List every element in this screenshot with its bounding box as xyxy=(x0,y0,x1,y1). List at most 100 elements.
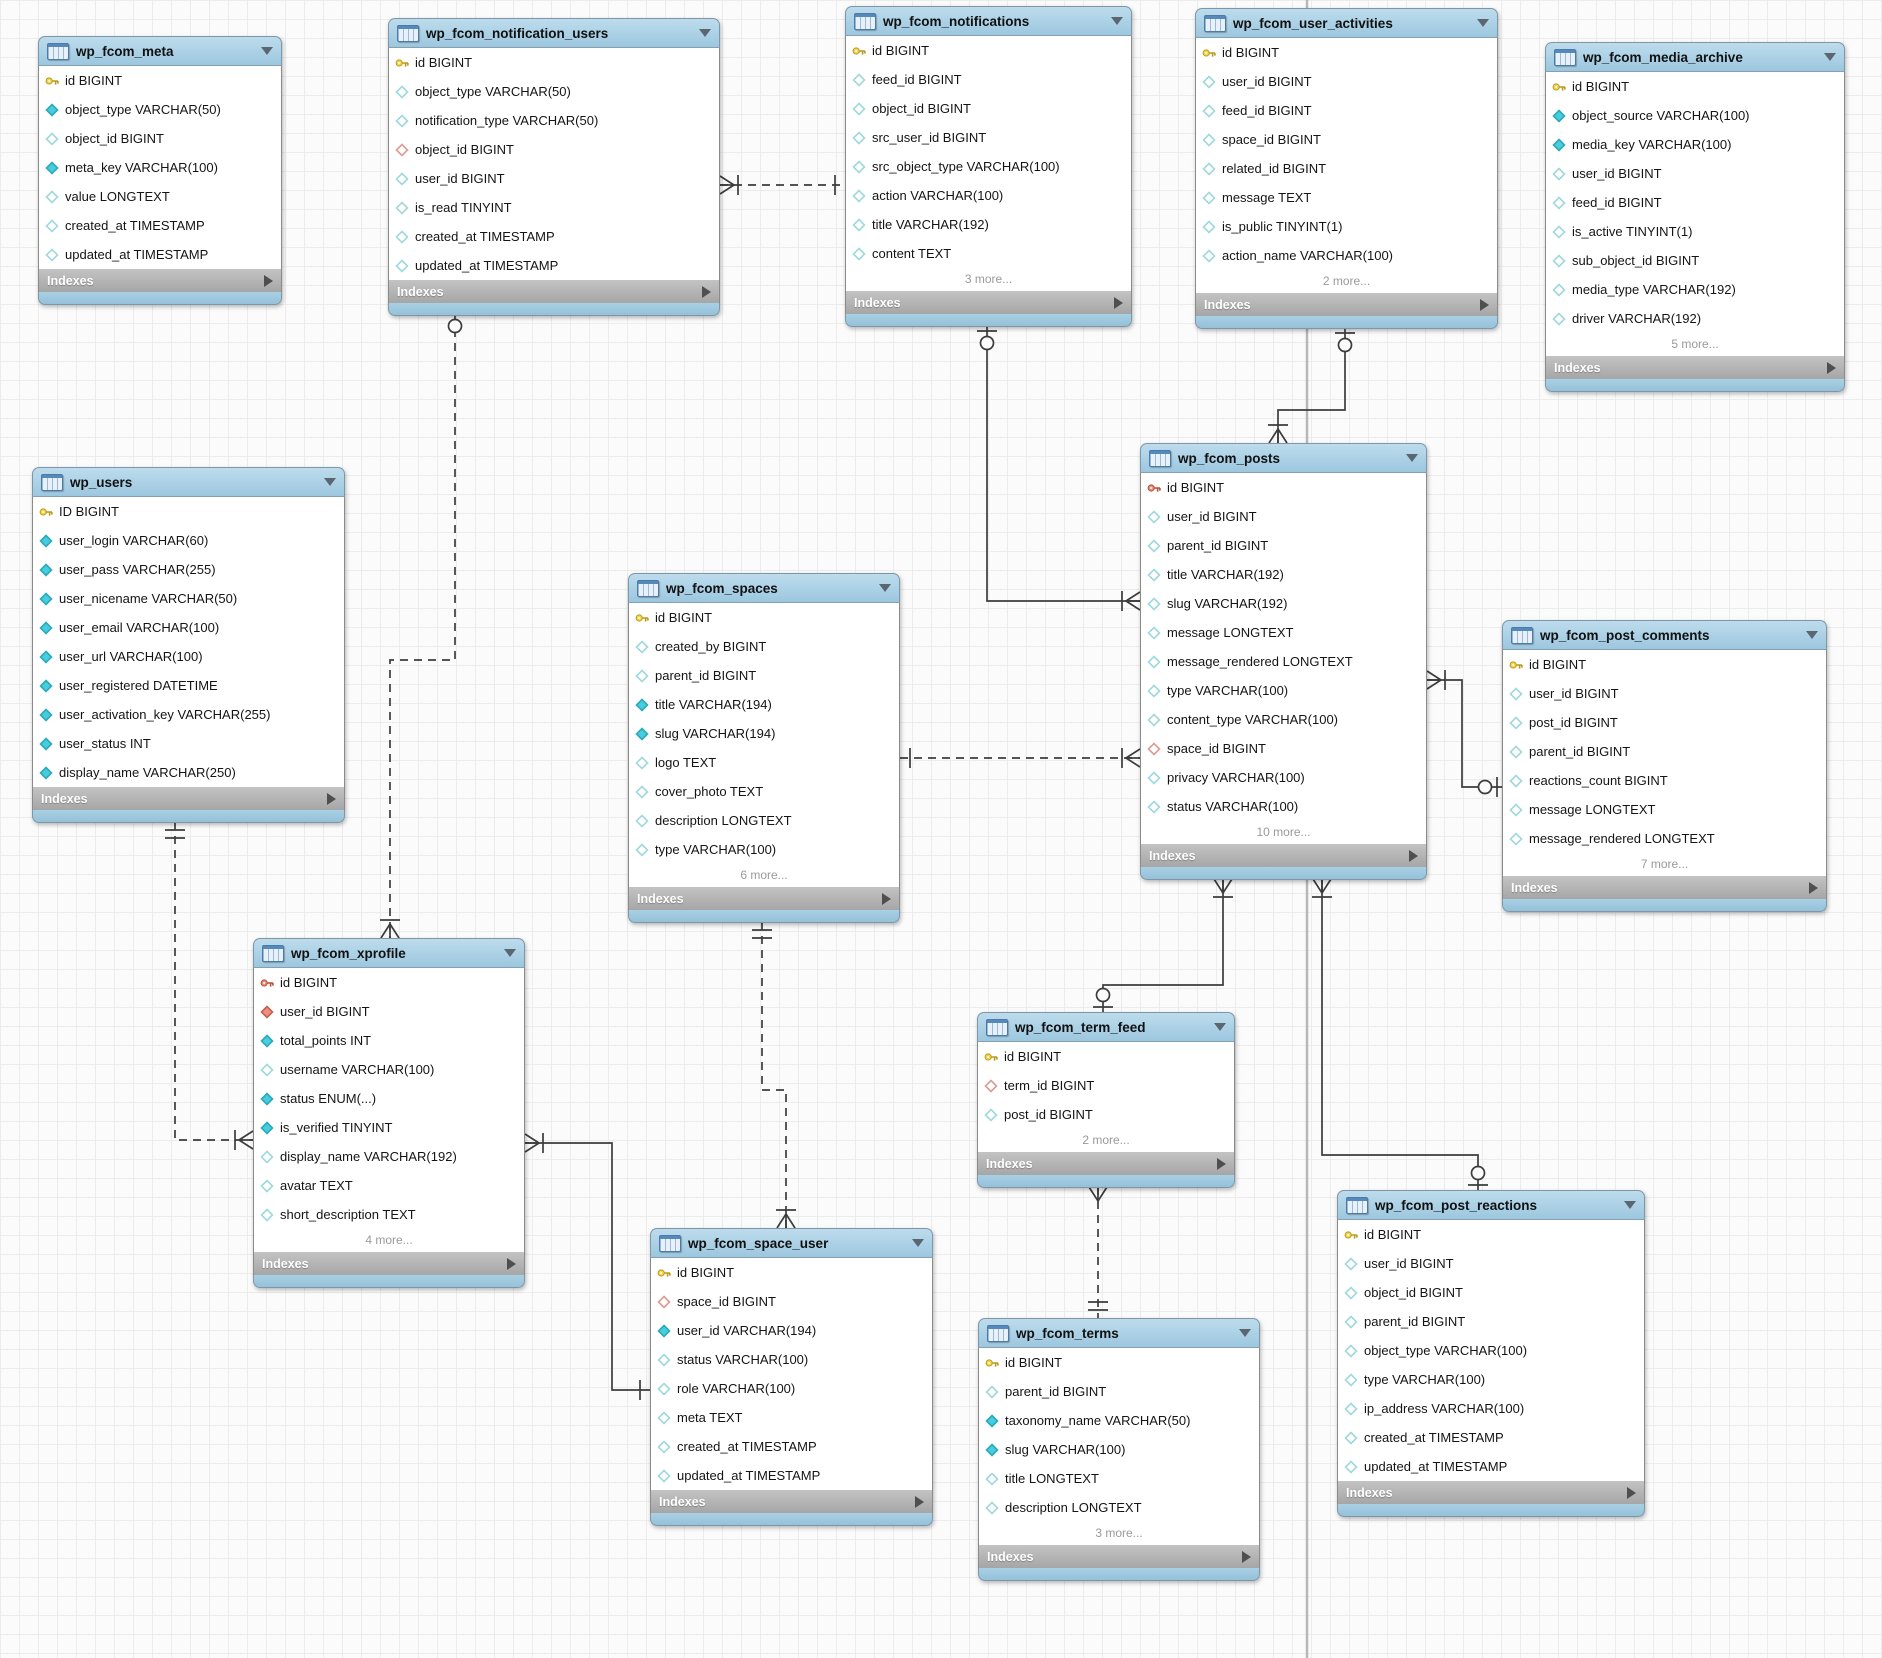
indexes-footer[interactable]: Indexes xyxy=(38,269,282,292)
indexes-footer[interactable]: Indexes xyxy=(1337,1481,1645,1504)
table-header[interactable]: wp_fcom_spaces xyxy=(628,573,900,603)
collapse-triangle-icon[interactable] xyxy=(1214,1023,1226,1031)
table-header[interactable]: wp_fcom_terms xyxy=(978,1318,1260,1348)
indexes-footer[interactable]: Indexes xyxy=(388,280,720,303)
expand-indexes-arrow-icon[interactable] xyxy=(1827,361,1836,374)
column-label: parent_id BIGINT xyxy=(1167,538,1269,553)
expand-indexes-arrow-icon[interactable] xyxy=(327,792,336,805)
collapse-triangle-icon[interactable] xyxy=(1406,454,1418,462)
more-columns-indicator[interactable]: 7 more... xyxy=(1640,857,1689,871)
collapse-triangle-icon[interactable] xyxy=(1111,17,1123,25)
table-header[interactable]: wp_fcom_space_user xyxy=(650,1228,933,1258)
collapse-triangle-icon[interactable] xyxy=(504,949,516,957)
more-columns-indicator[interactable]: 6 more... xyxy=(740,868,788,882)
expand-indexes-arrow-icon[interactable] xyxy=(702,285,711,298)
table-bottom-bar xyxy=(628,910,900,923)
column-label: type VARCHAR(100) xyxy=(1364,1372,1486,1387)
column-row: user_activation_key VARCHAR(255) xyxy=(33,700,344,729)
table-header[interactable]: wp_fcom_user_activities xyxy=(1195,8,1498,38)
more-columns-indicator[interactable]: 2 more... xyxy=(1322,274,1371,288)
column-label: user_login VARCHAR(60) xyxy=(59,533,209,548)
expand-indexes-arrow-icon[interactable] xyxy=(507,1257,516,1270)
table-header[interactable]: wp_fcom_term_feed xyxy=(977,1012,1235,1042)
expand-indexes-arrow-icon[interactable] xyxy=(1809,881,1818,894)
column-label: message_rendered LONGTEXT xyxy=(1167,654,1353,669)
column-label: action_name VARCHAR(100) xyxy=(1222,248,1393,263)
table-header[interactable]: wp_fcom_post_reactions xyxy=(1337,1190,1645,1220)
column-label: space_id BIGINT xyxy=(1167,741,1266,756)
table-title: wp_fcom_post_reactions xyxy=(1375,1197,1538,1213)
expand-indexes-arrow-icon[interactable] xyxy=(1480,298,1489,311)
table-header[interactable]: wp_fcom_posts xyxy=(1140,443,1427,473)
indexes-footer[interactable]: Indexes xyxy=(253,1252,525,1275)
indexes-footer[interactable]: Indexes xyxy=(978,1545,1260,1568)
indexes-footer[interactable]: Indexes xyxy=(1502,876,1827,899)
column-row: display_name VARCHAR(250) xyxy=(33,758,344,787)
expand-indexes-arrow-icon[interactable] xyxy=(1114,296,1123,309)
collapse-triangle-icon[interactable] xyxy=(1239,1329,1251,1337)
relationship-spaces-space_user xyxy=(761,922,787,1228)
table-header[interactable]: wp_fcom_meta xyxy=(38,36,282,66)
column-row: parent_id BIGINT xyxy=(1338,1307,1644,1336)
expand-indexes-arrow-icon[interactable] xyxy=(1217,1157,1226,1170)
table-header[interactable]: wp_fcom_xprofile xyxy=(253,938,525,968)
more-columns-indicator[interactable]: 3 more... xyxy=(964,272,1013,286)
collapse-triangle-icon[interactable] xyxy=(912,1239,924,1247)
expand-indexes-arrow-icon[interactable] xyxy=(1627,1486,1636,1499)
expand-indexes-arrow-icon[interactable] xyxy=(882,892,891,905)
indexes-footer[interactable]: Indexes xyxy=(1545,356,1845,379)
collapse-triangle-icon[interactable] xyxy=(699,29,711,37)
column-row: username VARCHAR(100) xyxy=(254,1055,524,1084)
indexes-footer[interactable]: Indexes xyxy=(1140,844,1427,867)
collapse-triangle-icon[interactable] xyxy=(324,478,336,486)
expand-indexes-arrow-icon[interactable] xyxy=(1409,849,1418,862)
collapse-triangle-icon[interactable] xyxy=(1806,631,1818,639)
expand-indexes-arrow-icon[interactable] xyxy=(264,274,273,287)
more-columns-indicator[interactable]: 10 more... xyxy=(1256,825,1311,839)
indexes-footer[interactable]: Indexes xyxy=(650,1490,933,1513)
expand-indexes-arrow-icon[interactable] xyxy=(1242,1550,1251,1563)
expand-indexes-arrow-icon[interactable] xyxy=(915,1495,924,1508)
table-header[interactable]: wp_fcom_notification_users xyxy=(388,18,720,48)
collapse-triangle-icon[interactable] xyxy=(261,47,273,55)
more-columns-indicator[interactable]: 4 more... xyxy=(365,1233,413,1247)
collapse-triangle-icon[interactable] xyxy=(1824,53,1836,61)
collapse-triangle-icon[interactable] xyxy=(1477,19,1489,27)
collapse-triangle-icon[interactable] xyxy=(879,584,891,592)
table-header[interactable]: wp_fcom_post_comments xyxy=(1502,620,1827,650)
indexes-footer[interactable]: Indexes xyxy=(1195,293,1498,316)
collapse-triangle-icon[interactable] xyxy=(1624,1201,1636,1209)
nullable-column-icon xyxy=(1147,509,1161,524)
indexes-footer[interactable]: Indexes xyxy=(845,291,1132,314)
column-row: object_id BIGINT xyxy=(389,135,719,164)
indexes-footer[interactable]: Indexes xyxy=(32,787,345,810)
indexes-footer[interactable]: Indexes xyxy=(977,1152,1235,1175)
more-columns-indicator[interactable]: 5 more... xyxy=(1671,337,1719,351)
nullable-column-icon xyxy=(1552,224,1566,239)
column-row: slug VARCHAR(100) xyxy=(979,1435,1259,1464)
table-header[interactable]: wp_users xyxy=(32,467,345,497)
table-title: wp_fcom_user_activities xyxy=(1233,15,1393,31)
more-columns-indicator[interactable]: 3 more... xyxy=(1095,1526,1143,1540)
nullable-column-icon xyxy=(1202,248,1216,263)
column-row: title LONGTEXT xyxy=(979,1464,1259,1493)
table-header[interactable]: wp_fcom_notifications xyxy=(845,6,1132,36)
table-header[interactable]: wp_fcom_media_archive xyxy=(1545,42,1845,72)
more-columns-indicator[interactable]: 2 more... xyxy=(1082,1133,1130,1147)
column-label: id BIGINT xyxy=(65,73,123,88)
indexes-footer[interactable]: Indexes xyxy=(628,887,900,910)
